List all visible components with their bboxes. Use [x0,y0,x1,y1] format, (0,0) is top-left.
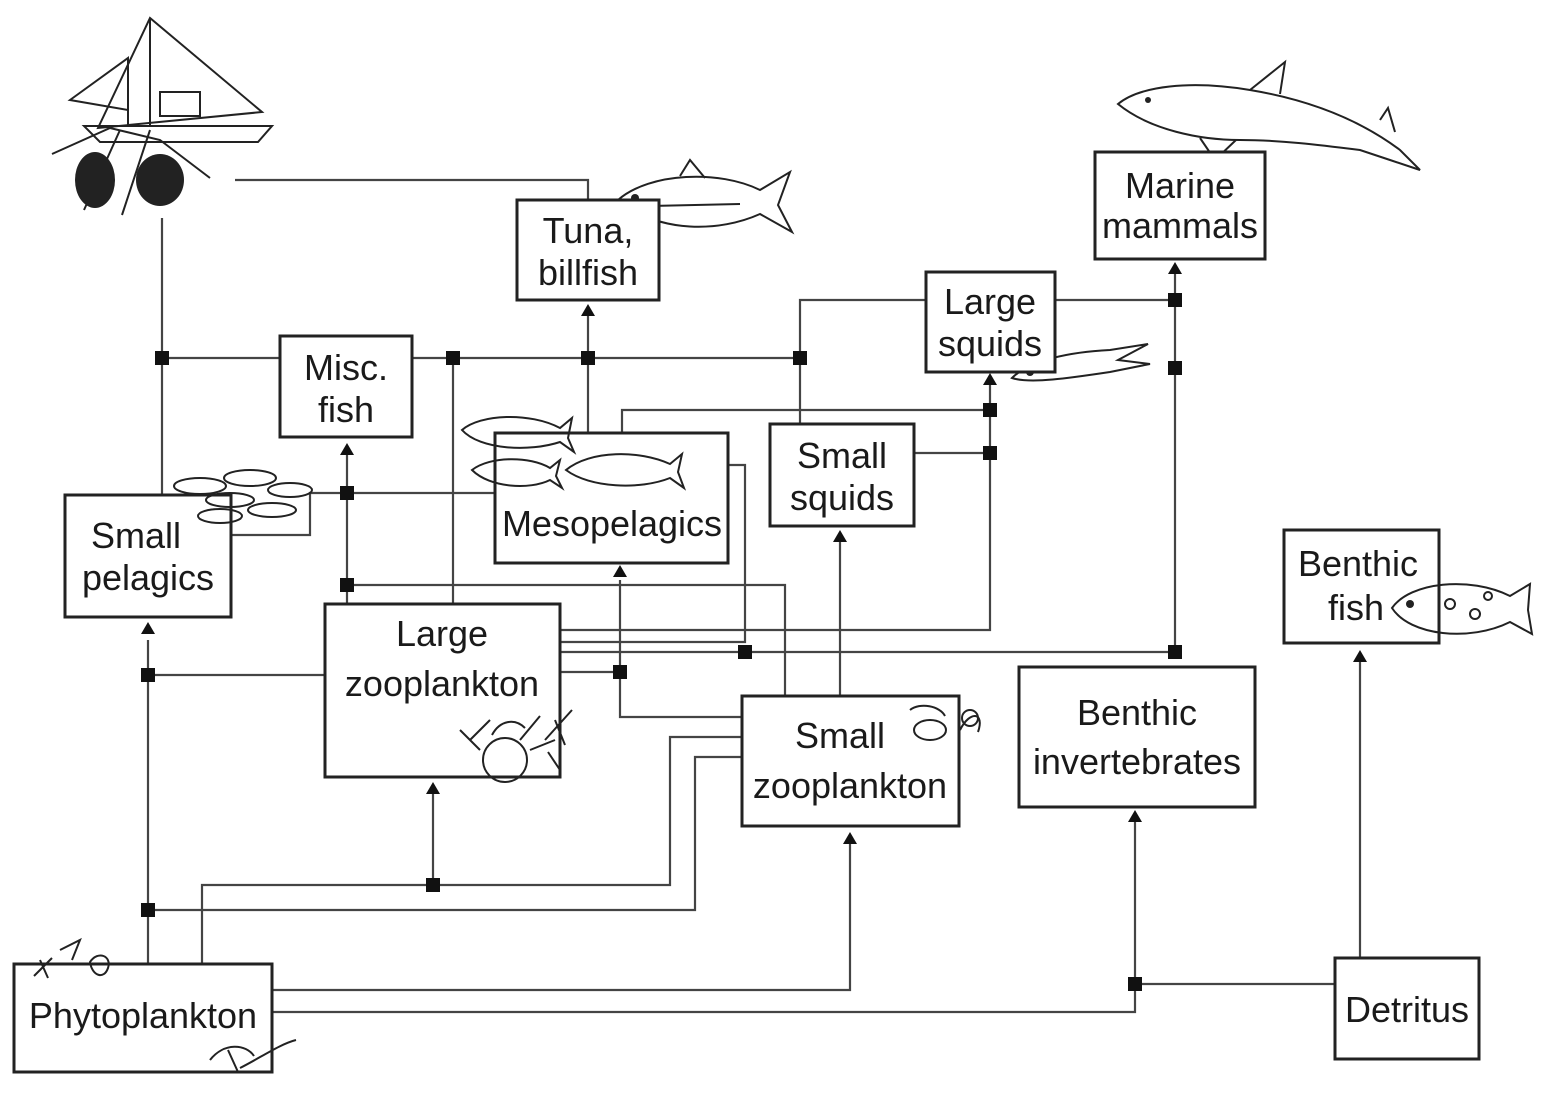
node-label: pelagics [82,557,214,598]
node-label: Small [91,515,181,556]
node-tuna: Tuna, billfish [515,198,661,302]
node-benthic-fish: Benthic fish [1282,528,1441,645]
node-label: invertebrates [1033,741,1241,782]
copepod-icon [909,704,981,741]
node-large-squids: Large squids [924,270,1057,374]
node-label: Large [944,281,1036,322]
diatom-icon [33,937,297,1073]
node-label: Marine [1125,165,1235,206]
arrowheads [141,262,1367,844]
node-label: squids [790,477,894,518]
grouper-icon [1390,582,1534,636]
node-mesopelagics: Mesopelagics [493,431,730,565]
node-small-pelagics: Small pelagics [63,493,233,619]
node-benthic-invertebrates: Benthic invertebrates [1017,665,1257,809]
node-label: Misc. [304,347,388,388]
node-label: Benthic [1298,543,1418,584]
node-label: Small [795,715,885,756]
node-label: Phytoplankton [29,995,257,1036]
node-label: Mesopelagics [502,503,722,544]
node-large-zooplankton: Large zooplankton [323,602,562,779]
node-label: Tuna, [543,210,634,251]
node-label: mammals [1102,205,1258,246]
node-label: Benthic [1077,692,1197,733]
dolphin-icon [1116,59,1421,171]
node-misc-fish: Misc. fish [278,334,414,439]
node-label: billfish [538,252,638,293]
node-label: zooplankton [345,663,539,704]
node-label: squids [938,323,1042,364]
node-detritus: Detritus [1333,956,1481,1061]
node-phytoplankton: Phytoplankton [12,962,274,1074]
node-label: Detritus [1345,989,1469,1030]
node-label: fish [318,389,374,430]
fish-school-icon [173,469,313,524]
lanternfish-icon [460,415,687,491]
node-label: Small [797,435,887,476]
node-small-zooplankton: Small zooplankton [740,694,961,828]
node-label: zooplankton [753,765,947,806]
junction-nodes [141,293,1182,991]
node-small-squids: Small squids [768,422,916,528]
fishing-vessel-icon [51,16,275,216]
node-label: Large [396,613,488,654]
node-label: fish [1328,587,1384,628]
node-marine-mammals: Marine mammals [1093,150,1267,261]
